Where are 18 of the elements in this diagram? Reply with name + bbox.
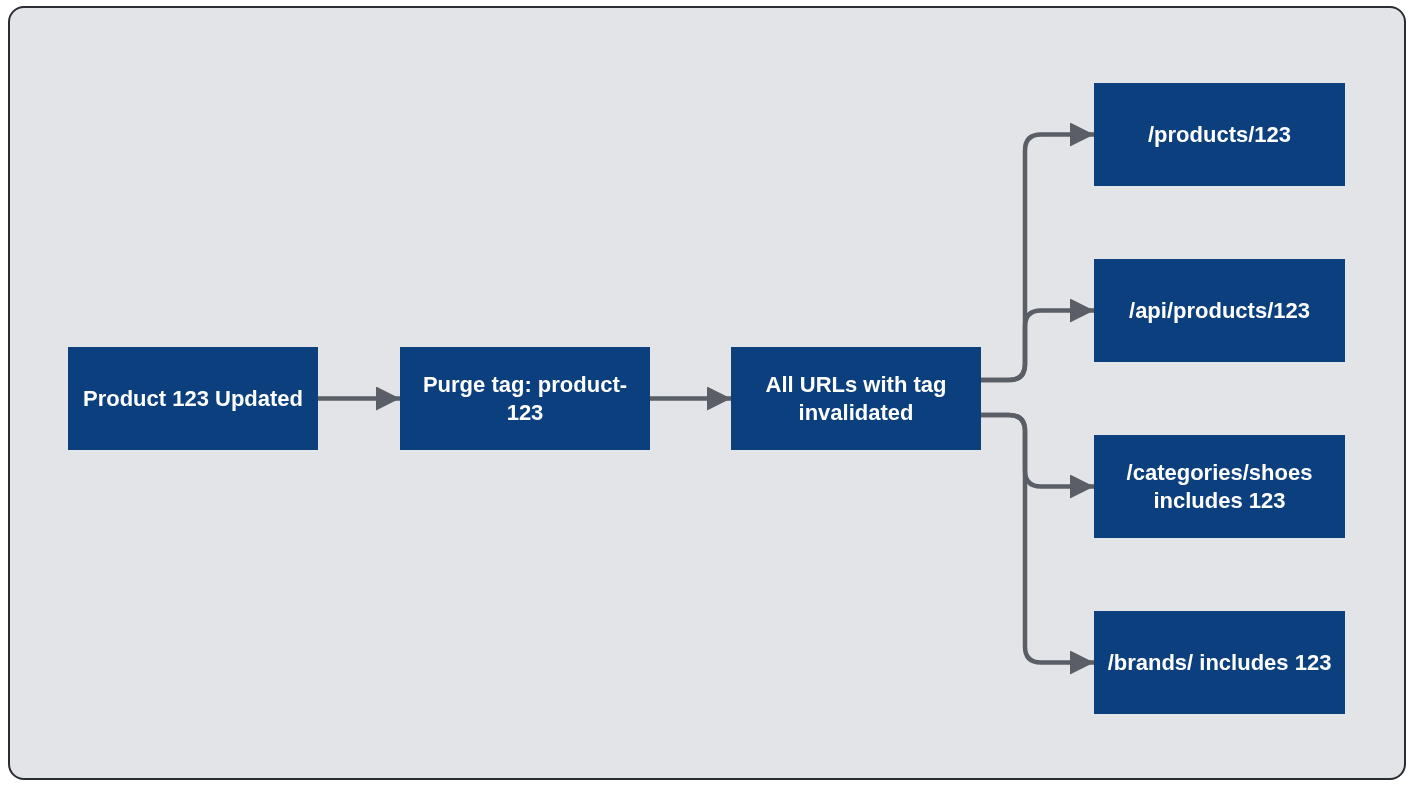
process-box xyxy=(731,347,981,450)
box-label: /brands/ includes 123 xyxy=(1107,648,1332,677)
process-box xyxy=(1094,83,1345,186)
process-box xyxy=(68,347,318,450)
arrow xyxy=(981,298,1094,383)
box-label: Purge tag: product-123 xyxy=(421,370,629,427)
box-label: /products/123 xyxy=(1147,120,1291,149)
process-box xyxy=(400,347,650,450)
arrow xyxy=(981,412,1094,675)
arrow xyxy=(650,386,731,411)
box-label: Product 123 Updated xyxy=(82,384,303,413)
box-label: /categories/shoes includes 123 xyxy=(1125,458,1314,515)
process-box xyxy=(1094,259,1345,362)
process-box xyxy=(1094,611,1345,714)
arrow xyxy=(318,386,400,411)
box-label: /api/products/123 xyxy=(1129,296,1310,325)
box-label: All URLs with tag invalidated xyxy=(764,370,948,427)
process-box xyxy=(1094,435,1345,538)
